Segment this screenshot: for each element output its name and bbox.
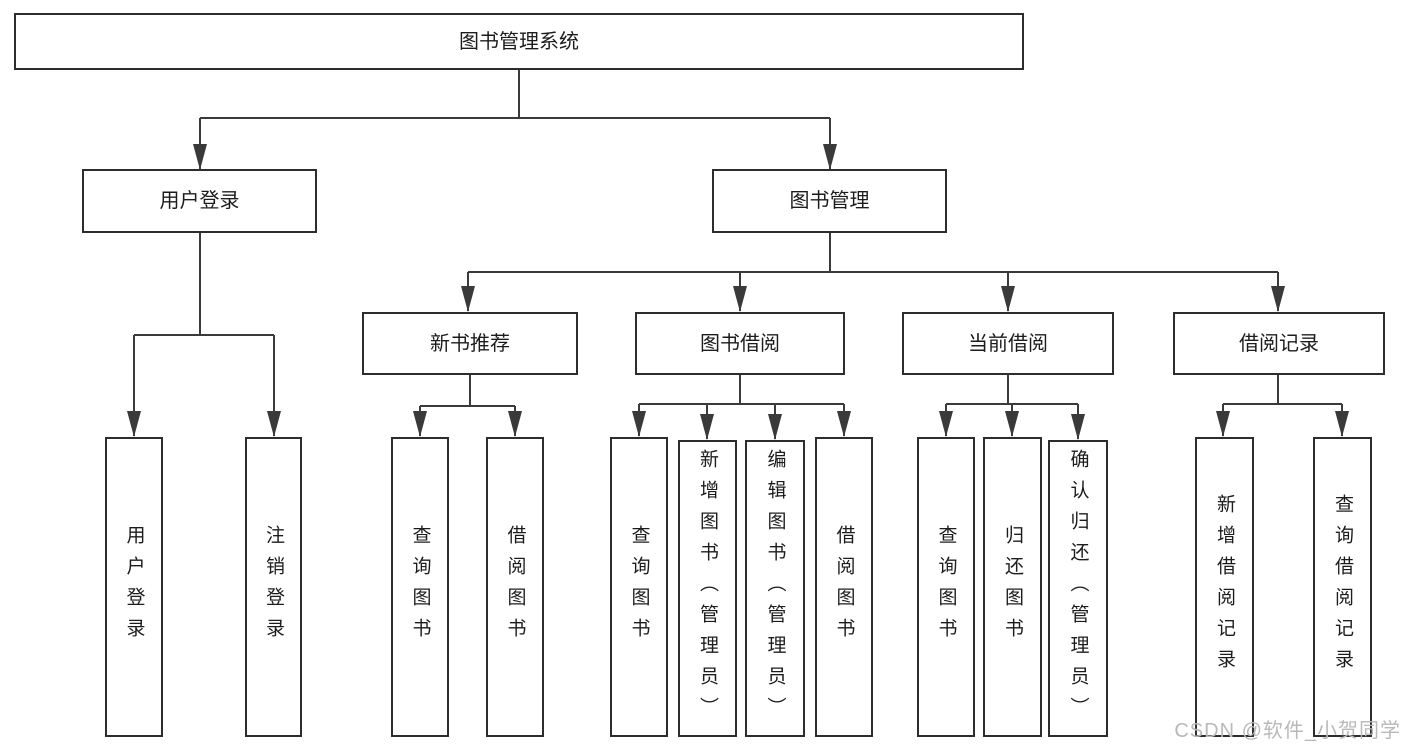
node-current-borrow: 当前借阅 — [902, 312, 1114, 375]
node-leaf-nbr-borrow-books: 借阅图书 — [486, 437, 544, 737]
node-root-system: 图书管理系统 — [14, 13, 1024, 70]
node-leaf-br-query-record: 查询借阅记录 — [1313, 437, 1372, 737]
watermark: CSDN @软件_小贺同学 — [1174, 720, 1401, 742]
edges-book-mgmt-to-level3 — [461, 233, 1285, 312]
edges-borrow-records-children — [1216, 375, 1349, 437]
node-book-mgmt-module: 图书管理 — [712, 169, 947, 233]
node-leaf-bb-borrow-books: 借阅图书 — [815, 437, 873, 737]
node-leaf-nbr-query-books: 查询图书 — [391, 437, 449, 737]
node-leaf-logout: 注销登录 — [245, 437, 302, 737]
edges-root-to-level2 — [193, 69, 837, 170]
edges-current-borrow-children — [939, 375, 1085, 440]
node-leaf-cb-query-books: 查询图书 — [917, 437, 975, 737]
node-user-login-module: 用户登录 — [82, 169, 317, 233]
edges-book-borrow-children — [632, 375, 851, 440]
node-leaf-bb-add-book-admin: 新增图书（管理员） — [678, 440, 737, 737]
node-new-book-recommend: 新书推荐 — [362, 312, 578, 375]
node-borrow-records: 借阅记录 — [1173, 312, 1385, 375]
node-leaf-bb-query-books: 查询图书 — [610, 437, 668, 737]
node-leaf-br-add-record: 新增借阅记录 — [1195, 437, 1254, 737]
edges-user-login-children — [127, 233, 281, 437]
edges-new-book-recommend-children — [413, 375, 522, 437]
node-leaf-bb-edit-book-admin: 编辑图书（管理员） — [745, 440, 805, 737]
node-leaf-user-login: 用户登录 — [105, 437, 163, 737]
node-leaf-cb-confirm-return-admin: 确认归还（管理员） — [1048, 440, 1108, 737]
node-leaf-cb-return-books: 归还图书 — [983, 437, 1042, 737]
node-book-borrow: 图书借阅 — [635, 312, 845, 375]
